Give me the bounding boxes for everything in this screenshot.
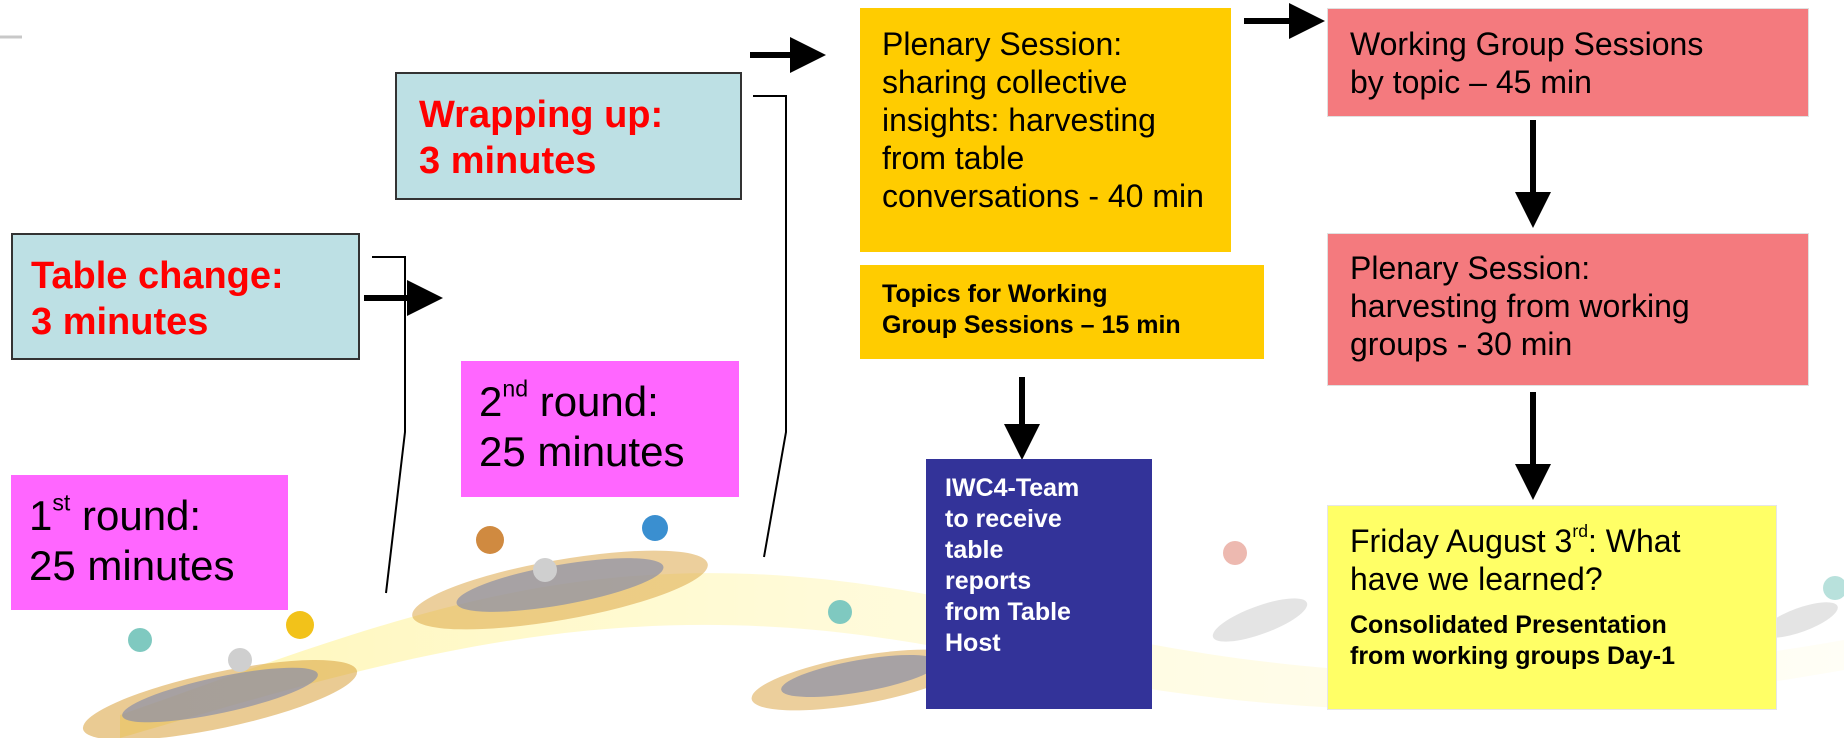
iwc-team-line: reports	[945, 567, 1032, 595]
wrapping-up-duration: 3 minutes	[419, 140, 597, 182]
plenary2-line: groups - 30 min	[1350, 326, 1573, 362]
people-at-table-illustration	[412, 515, 708, 630]
wrapping-up-box: Wrapping up: 3 minutes	[395, 72, 742, 200]
table-change-box: Table change: 3 minutes	[11, 233, 360, 360]
plenary1-line: insights: harvesting	[882, 102, 1156, 138]
working-groups-line: by topic – 45 min	[1350, 64, 1592, 100]
topics-line: Group Sessions – 15 min	[882, 311, 1181, 339]
friday-subtitle: from working groups Day-1	[1350, 642, 1676, 670]
people-at-table-illustration	[1762, 576, 1844, 638]
working-groups-line: Working Group Sessions	[1350, 26, 1704, 62]
iwc-team-line: Host	[945, 629, 1001, 657]
round1-duration: 25 minutes	[29, 542, 235, 589]
topics-box: Topics for Working Group Sessions – 15 m…	[860, 265, 1264, 359]
working-group-sessions-box: Working Group Sessions by topic – 45 min	[1327, 8, 1809, 117]
iwc-team-line: to receive	[945, 505, 1062, 533]
iwc-team-line: from Table	[945, 598, 1071, 626]
friday-subtitle: Consolidated Presentation	[1350, 611, 1667, 639]
people-at-table-illustration	[751, 600, 969, 711]
plenary1-line: conversations - 40 min	[882, 178, 1204, 214]
table-change-duration: 3 minutes	[31, 301, 209, 343]
plenary1-line: Plenary Session:	[882, 26, 1123, 62]
people-at-table-illustration	[1212, 541, 1308, 642]
table-change-title: Table change:	[31, 255, 284, 297]
wrapping-up-title: Wrapping up:	[419, 94, 664, 136]
plenary1-line: from table	[882, 140, 1025, 176]
round1-label: 1st round:	[29, 489, 202, 539]
plenary2-line: harvesting from working	[1350, 288, 1690, 324]
people-at-table-illustration	[82, 611, 358, 738]
iwc-team-box: IWC4-Team to receive table reports from …	[926, 459, 1152, 709]
plenary-session-harvesting-box: Plenary Session: sharing collective insi…	[860, 8, 1231, 252]
round2-box: 2nd round: 25 minutes	[461, 361, 739, 497]
friday-title: Friday August 3rd: What	[1350, 521, 1681, 559]
plenary1-line: sharing collective	[882, 64, 1128, 100]
plenary-session-working-groups-box: Plenary Session: harvesting from working…	[1327, 233, 1809, 386]
iwc-team-line: table	[945, 536, 1004, 564]
round2-duration: 25 minutes	[479, 428, 685, 475]
round1-box: 1st round: 25 minutes	[11, 475, 288, 610]
topics-line: Topics for Working	[882, 280, 1108, 308]
round2-label: 2nd round:	[479, 375, 659, 425]
friday-question: have we learned?	[1350, 561, 1603, 597]
iwc-team-line: IWC4-Team	[945, 474, 1080, 502]
plenary2-line: Plenary Session:	[1350, 250, 1591, 286]
leader-line-table-change	[372, 256, 406, 594]
friday-summary-box: Friday August 3rd: What have we learned?…	[1327, 505, 1777, 710]
leader-line-wrapping-up	[753, 95, 787, 558]
